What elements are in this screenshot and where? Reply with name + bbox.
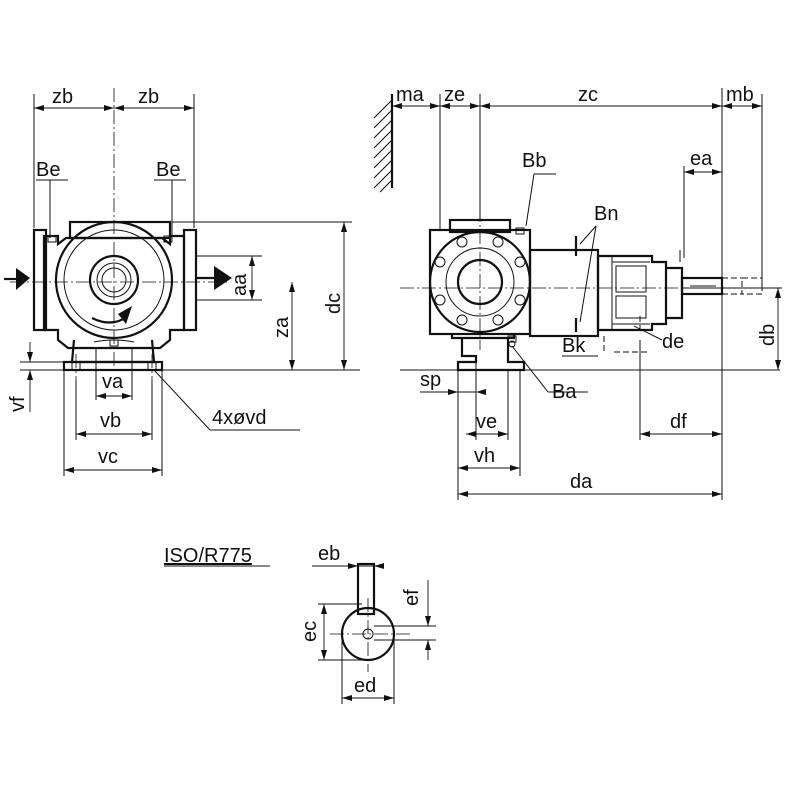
label-iso: ISO/R775 [164, 545, 252, 567]
label-vb: vb [100, 410, 121, 432]
label-va: va [102, 371, 124, 393]
side-pedestal [456, 338, 526, 372]
shaft-hub [88, 254, 140, 306]
label-bb: Bb [522, 150, 546, 172]
label-ma: ma [396, 84, 425, 106]
label-zb-right: zb [138, 86, 159, 108]
label-vf: vf [7, 396, 29, 412]
label-vd: 4xøvd [212, 407, 266, 429]
side-view: ma ze zc mb Bb ea Bn db de Bk sp Ba ve v… [373, 84, 782, 500]
shaft-end-detail: ISO/R775 eb ef ec ed [164, 543, 436, 704]
label-ze: ze [444, 84, 465, 106]
label-be-left: Be [36, 159, 60, 181]
label-vc: vc [98, 446, 118, 468]
front-view: zb zb Be Be aa za dc vf va vb vc 4xøvd [4, 86, 360, 476]
motor-housing [596, 254, 668, 332]
label-ve: ve [476, 411, 497, 433]
label-mb: mb [726, 84, 754, 106]
shaft [680, 276, 724, 296]
label-ea: ea [690, 148, 713, 170]
label-be-right: Be [156, 159, 180, 181]
label-de: de [662, 331, 684, 353]
label-ba: Ba [552, 381, 577, 403]
label-ed: ed [354, 675, 376, 697]
inlet-arrow [16, 268, 30, 290]
pedestal [70, 339, 156, 364]
label-vh: vh [474, 445, 495, 467]
inlet-flange [32, 228, 48, 332]
outlet-arrow [214, 266, 232, 290]
label-bn: Bn [594, 203, 618, 225]
label-df: df [670, 411, 687, 433]
label-eb: eb [318, 543, 340, 565]
label-bk: Bk [562, 335, 586, 357]
label-sp: sp [420, 369, 441, 391]
label-zc: zc [578, 84, 598, 106]
pump-cover [54, 220, 174, 340]
label-ef: ef [401, 589, 423, 606]
shaft-key [356, 562, 376, 616]
label-da: da [570, 471, 593, 493]
label-za: za [271, 316, 293, 338]
label-aa: aa [229, 273, 251, 296]
label-db: db [757, 324, 779, 346]
label-ec: ec [299, 621, 321, 642]
bearing-housing [528, 248, 600, 338]
label-dc: dc [323, 293, 345, 314]
baseplate-foot [62, 360, 164, 372]
label-zb-left: zb [52, 86, 73, 108]
outlet-flange [182, 228, 198, 332]
